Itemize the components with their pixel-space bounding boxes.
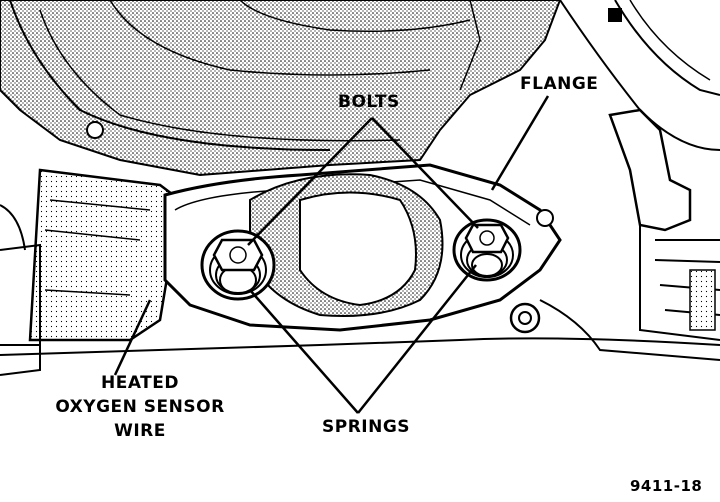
sensor-wire-label-line2: OXYGEN SENSOR <box>55 397 225 417</box>
right-side-components <box>509 0 720 361</box>
bolts-label: BOLTS <box>338 92 400 112</box>
flange-label: FLANGE <box>520 74 599 94</box>
figure-number: 9411-18 <box>630 477 703 495</box>
lower-structure <box>0 337 720 356</box>
sensor-wire-label-line3: WIRE <box>114 421 166 441</box>
left-bolt <box>200 229 276 301</box>
sensor-wire-label-line1: HEATED <box>101 373 179 393</box>
right-bolt <box>452 218 522 282</box>
engine-body <box>0 0 562 177</box>
springs-label: SPRINGS <box>322 417 411 437</box>
leader-lines <box>113 95 550 414</box>
exhaust-pipe <box>0 168 182 376</box>
